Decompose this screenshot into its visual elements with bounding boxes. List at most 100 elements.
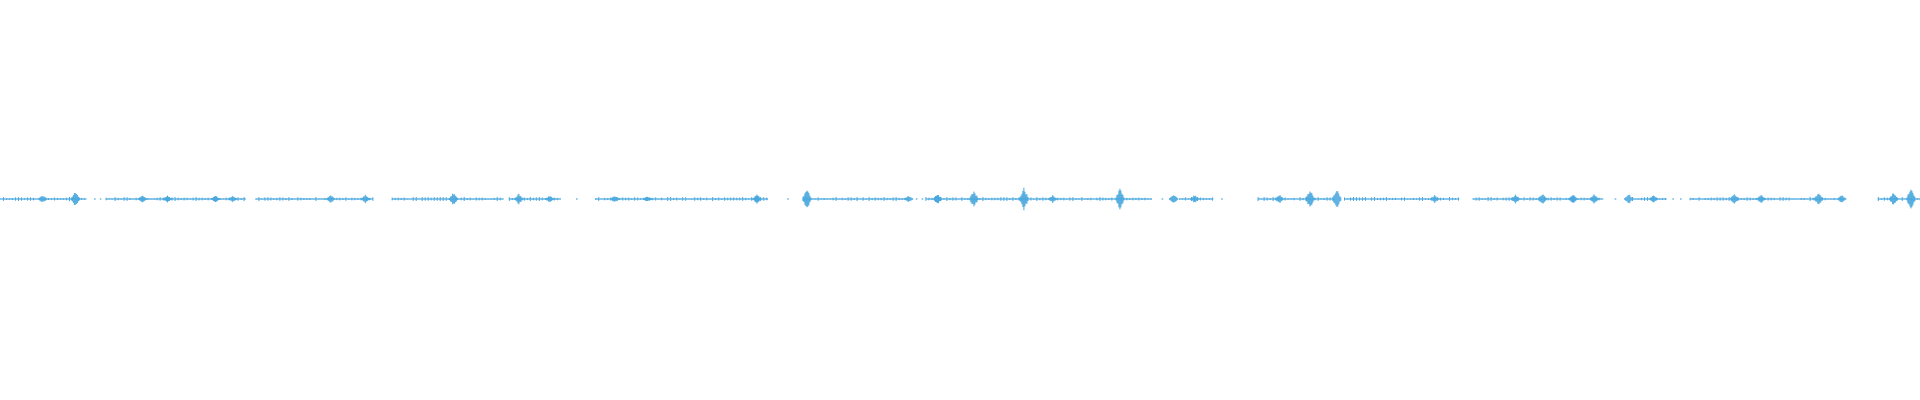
waveform-sample — [601, 198, 603, 200]
waveform-peak — [360, 198, 362, 200]
waveform-peak — [1758, 196, 1760, 202]
waveform-sample — [243, 197, 245, 202]
waveform-peak — [228, 198, 230, 200]
waveform-peak — [139, 197, 141, 201]
waveform-peak — [909, 197, 911, 201]
waveform-sample — [1033, 198, 1035, 200]
waveform-peak — [1022, 190, 1024, 207]
waveform-sample — [1833, 197, 1835, 201]
waveform-peak — [1437, 197, 1439, 201]
waveform-sample — [1901, 197, 1903, 201]
waveform-sample — [114, 197, 116, 201]
waveform-sample — [1093, 198, 1095, 200]
waveform-sample — [1773, 197, 1775, 201]
waveform-sample — [225, 197, 227, 201]
waveform-sample — [901, 198, 903, 200]
waveform-peak — [1542, 194, 1544, 204]
waveform-peak — [1432, 197, 1434, 201]
waveform-sample — [1081, 197, 1083, 201]
waveform-peak — [329, 196, 331, 202]
waveform-sample — [1641, 197, 1642, 201]
waveform-sample — [198, 197, 200, 201]
waveform-sample — [117, 197, 119, 201]
waveform-dot — [915, 198, 918, 200]
waveform-sample — [1520, 198, 1522, 200]
waveform-dot — [1672, 198, 1674, 200]
waveform-sample — [1523, 197, 1525, 201]
waveform-sample — [1449, 197, 1450, 201]
waveform-sample — [1508, 197, 1510, 201]
waveform-peak — [1545, 197, 1547, 201]
waveform-dot — [921, 198, 924, 200]
waveform-sample — [1812, 197, 1814, 201]
waveform-peak — [643, 198, 644, 200]
waveform-peak — [1332, 197, 1334, 201]
waveform-sample — [276, 197, 278, 201]
waveform-peak — [75, 193, 77, 205]
waveform-peak — [1119, 188, 1121, 210]
waveform-peak — [1024, 191, 1026, 207]
waveform-sample — [685, 197, 687, 201]
waveform-sample — [120, 198, 122, 200]
waveform-sample — [1150, 198, 1152, 200]
waveform-sample — [1475, 197, 1477, 201]
waveform-sample — [261, 198, 263, 200]
waveform-sample — [240, 198, 242, 200]
waveform-sample — [637, 197, 639, 201]
waveform-peak — [213, 197, 214, 201]
waveform-sample — [478, 197, 480, 201]
waveform-peak — [214, 196, 215, 202]
waveform-peak — [1822, 197, 1824, 201]
waveform-sample — [312, 198, 314, 200]
waveform-peak — [1123, 197, 1125, 201]
waveform-peak — [1909, 191, 1911, 207]
waveform-peak — [456, 196, 458, 202]
waveform-peak — [145, 197, 147, 201]
waveform-peak — [1632, 198, 1634, 200]
waveform-sample — [559, 198, 561, 200]
waveform-sample — [51, 198, 52, 200]
waveform-sample — [1320, 198, 1322, 200]
waveform-sample — [1126, 197, 1128, 201]
waveform-sample — [523, 197, 525, 201]
waveform-sample — [171, 197, 173, 201]
waveform-peak — [1896, 196, 1898, 202]
waveform-peak — [1540, 195, 1542, 203]
waveform-sample — [607, 198, 609, 201]
waveform-sample — [135, 197, 137, 201]
waveform-sample — [1455, 198, 1456, 200]
waveform-sample — [1710, 197, 1712, 201]
waveform-sample — [955, 197, 957, 201]
waveform-sample — [57, 197, 58, 201]
waveform-sample — [709, 198, 711, 200]
waveform-sample — [688, 198, 690, 200]
waveform-peak — [1335, 192, 1337, 206]
waveform-peak — [1815, 196, 1817, 202]
waveform-peak — [1820, 195, 1822, 203]
waveform-peak — [72, 195, 74, 203]
waveform-sample — [1365, 197, 1366, 201]
waveform-sample — [1638, 198, 1639, 200]
waveform-sample — [1211, 197, 1213, 201]
waveform-sample — [850, 197, 852, 201]
waveform-peak — [1575, 197, 1577, 201]
waveform-peak — [1912, 192, 1914, 206]
waveform-peak — [1117, 194, 1119, 204]
waveform-sample — [958, 198, 960, 200]
waveform-peak — [1433, 196, 1435, 202]
waveform-peak — [1198, 198, 1200, 200]
waveform-peak — [904, 198, 906, 200]
waveform-sample — [1559, 197, 1561, 201]
waveform-sample — [1791, 198, 1793, 200]
waveform-sample — [1577, 198, 1579, 200]
waveform-peak — [1892, 193, 1894, 205]
waveform-peak — [74, 193, 76, 205]
waveform-sample — [1075, 198, 1077, 200]
waveform-sample — [1767, 197, 1769, 201]
waveform-sample — [12, 198, 13, 200]
waveform-peak — [1340, 197, 1342, 201]
waveform-sample — [1440, 197, 1441, 201]
waveform-peak — [1651, 197, 1653, 201]
